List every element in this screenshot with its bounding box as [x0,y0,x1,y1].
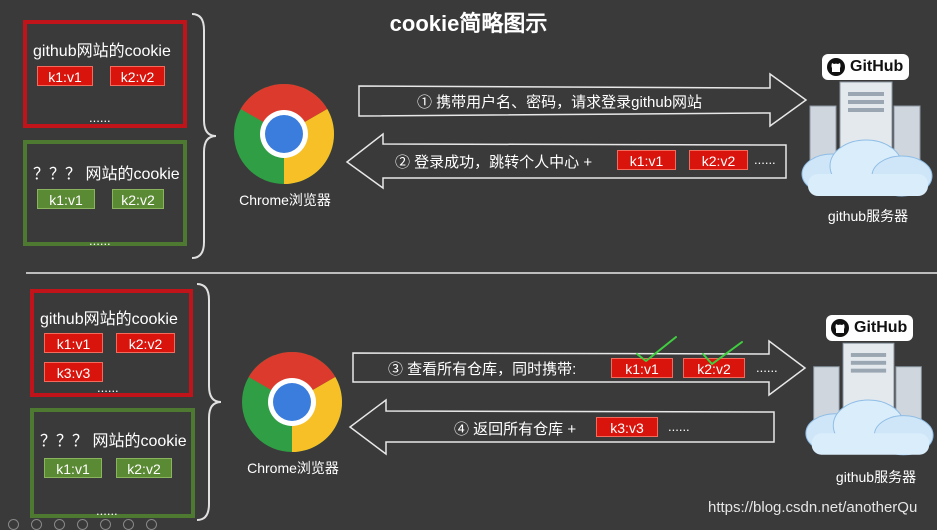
cookie-tag: k1:v1 [44,458,102,478]
cookie-box-label: github网站的cookie [33,43,171,60]
slide-control-dot[interactable] [8,519,19,530]
cookie-box-label: ？？？ 网站的cookie [33,166,180,183]
cookie-tag: k2:v2 [689,150,748,170]
section-divider [26,272,937,274]
cookie-tag: k1:v1 [37,189,95,209]
slide-control-dot[interactable] [123,519,134,530]
top-brace [191,13,217,259]
github-octocat-icon [831,319,849,337]
more-ellipsis: ...... [89,233,111,248]
github-octocat-icon [827,58,845,76]
cookie-tag: k2:v2 [116,333,175,353]
request-arrow-right [358,72,808,128]
more-ellipsis: ...... [97,380,119,395]
slide-control-dot[interactable] [146,519,157,530]
response-text: ② 登录成功，跳转个人中心 + [395,154,593,171]
more-ellipsis: ...... [668,419,690,434]
slide-control-dot[interactable] [31,519,42,530]
browser-label: Chrome浏览器 [247,460,339,476]
top-github-cookie-box: github网站的cookie k1:v1 k2:v2 ...... [23,20,187,128]
slide-control-dot[interactable] [77,519,88,530]
check-mark-icon [702,341,743,366]
cookie-tag: k2:v2 [110,66,165,86]
slide-control-dot[interactable] [54,519,65,530]
bottom-github-cookie-box: github网站的cookie k1:v1 k2:v2 k3:v3 ...... [30,289,193,397]
cookie-tag: k2:v2 [112,189,164,209]
response-arrow-left [345,132,787,190]
cookie-tag: k2:v2 [683,358,745,378]
bottom-brace [196,283,222,521]
cookie-tag: k3:v3 [44,362,103,382]
diagram-title: cookie简略图示 [389,11,548,36]
more-ellipsis: ...... [96,503,118,518]
response-arrow-left [348,398,775,456]
github-badge-text: GitHub [850,58,904,75]
request-arrow-right [352,339,807,397]
slide-control-dot[interactable] [100,519,111,530]
more-ellipsis: ...... [754,152,776,167]
cookie-tag: k2:v2 [116,458,172,478]
chrome-logo-icon [234,84,334,184]
check-mark-icon [636,336,677,363]
cookie-tag: k3:v3 [596,417,658,437]
github-badge: GitHub [826,315,914,341]
github-badge-text: GitHub [854,319,908,336]
request-text: ③ 查看所有仓库，同时携带: [388,361,577,378]
browser-label: Chrome浏览器 [239,192,331,208]
github-badge: GitHub [822,54,910,80]
chrome-logo-icon [242,352,342,452]
cookie-tag: k1:v1 [37,66,93,86]
top-other-cookie-box: ？？？ 网站的cookie k1:v1 k2:v2 ...... [23,140,187,248]
cookie-tag: k1:v1 [617,150,676,170]
watermark-url: https://blog.csdn.net/anotherQu [708,499,918,516]
bottom-other-cookie-box: ？？？ 网站的cookie k1:v1 k2:v2 ...... [30,408,195,518]
server-label: github服务器 [827,208,909,224]
cookie-box-label: ？？？ 网站的cookie [40,433,187,450]
server-label: github服务器 [835,469,917,485]
response-text: ④ 返回所有仓库 + [454,421,577,438]
more-ellipsis: ...... [89,110,111,125]
cookie-tag: k1:v1 [611,358,673,378]
cookie-box-label: github网站的cookie [40,311,178,328]
cookie-tag: k1:v1 [44,333,103,353]
server-cloud-icon [805,342,934,456]
slide-controls[interactable] [8,519,157,530]
server-cloud-icon [801,81,933,197]
request-text: ① 携带用户名、密码，请求登录github网站 [417,94,703,111]
more-ellipsis: ...... [756,360,778,375]
